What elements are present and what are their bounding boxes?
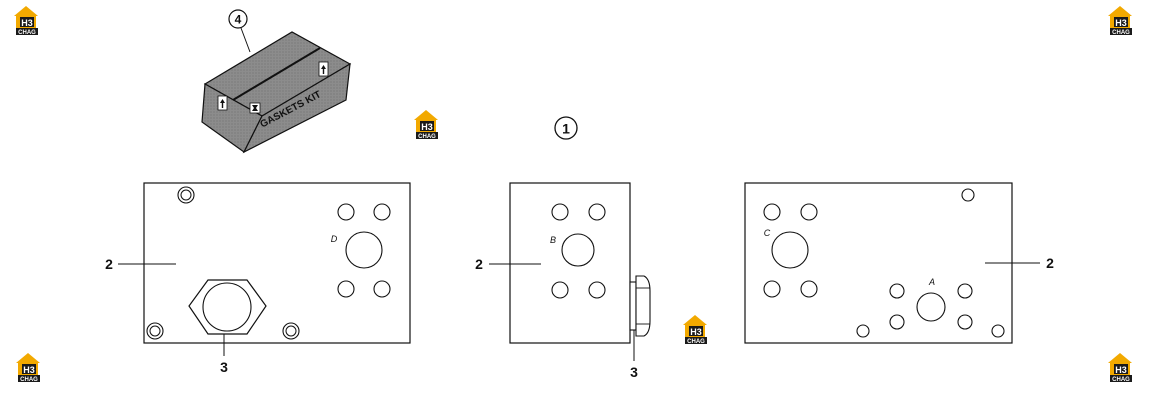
logo-brand-text: CHAG xyxy=(18,30,36,36)
callout-3-left: 3 xyxy=(220,359,228,375)
port-a-label: A xyxy=(928,277,935,287)
logo-brand-text: CHAG xyxy=(20,377,38,383)
mounting-hole xyxy=(146,322,164,340)
callout-1-label: 1 xyxy=(562,121,570,137)
logo-brand-text: CHAG xyxy=(418,134,436,140)
port-c xyxy=(771,231,809,269)
port-d xyxy=(345,231,383,269)
callout-3-middle: 3 xyxy=(630,364,638,380)
mounting-hole xyxy=(991,324,1005,338)
callout-4-label: 4 xyxy=(235,13,242,27)
logo-brand-text: CHAG xyxy=(687,339,705,345)
logo-badge-text: H3 xyxy=(1115,18,1127,28)
logo-brand-text: CHAG xyxy=(1112,377,1130,383)
logo-badge-text: H3 xyxy=(21,18,33,28)
brand-logo-bottom-right: H3 CHAG xyxy=(1108,353,1132,383)
callout-2-middle: 2 xyxy=(475,256,483,272)
mounting-hole xyxy=(961,188,975,202)
callout-1: 1 xyxy=(554,116,578,140)
gasket-kit-box: GASKETS KIT xyxy=(201,31,352,154)
valve-block-right: C A xyxy=(744,182,1013,344)
logo-brand-text: CHAG xyxy=(1112,30,1130,36)
port-b-label: B xyxy=(550,235,556,245)
logo-badge-text: H3 xyxy=(421,122,433,132)
port-d-label: D xyxy=(331,234,338,244)
brand-logo-top-right: H3 CHAG xyxy=(1108,6,1132,36)
port-c-label: C xyxy=(764,228,771,238)
port-b xyxy=(561,233,595,267)
brand-logo-center: H3 CHAG xyxy=(414,110,438,140)
hex-plug-side xyxy=(629,281,637,331)
valve-block-middle: B xyxy=(509,182,651,344)
mounting-hole xyxy=(177,186,195,204)
logo-badge-text: H3 xyxy=(23,365,35,375)
logo-badge-text: H3 xyxy=(690,327,702,337)
brand-logo-top-left: H3 CHAG xyxy=(14,6,38,36)
callout-2-left: 2 xyxy=(105,256,113,272)
mounting-hole xyxy=(282,322,300,340)
brand-logo-mid-right: H3 CHAG xyxy=(683,315,707,345)
valve-block-left: D xyxy=(143,182,411,344)
port-a xyxy=(916,292,946,322)
mounting-hole xyxy=(856,324,870,338)
logo-badge-text: H3 xyxy=(1115,365,1127,375)
brand-logo-bottom-left: H3 CHAG xyxy=(16,353,40,383)
callout-2-right: 2 xyxy=(1046,255,1054,271)
callout-4: 4 xyxy=(228,9,251,53)
